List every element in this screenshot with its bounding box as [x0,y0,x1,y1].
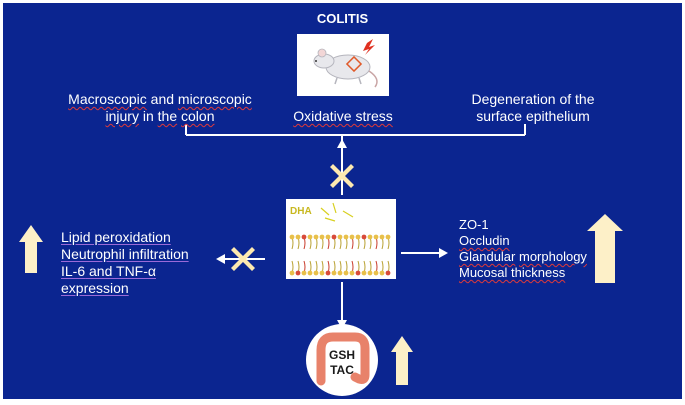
label-tac: TAC [330,363,354,377]
left-arrowhead [216,254,225,264]
block-x-left [231,247,255,271]
text-and: and [146,91,178,107]
label-gsh: GSH [328,348,355,362]
text-microscopic: microscopic [177,91,252,107]
right-arrowhead [439,248,448,258]
text-macroscopic: Macroscopic [68,91,147,107]
colon-labels: GSH TAC [322,348,362,378]
marker-infiltration: infiltration [124,246,189,262]
colon-icon [316,332,370,386]
up-arrow-right-icon [587,214,623,283]
left-markers-list: Lipid peroxidation Neutrophil infiltrati… [61,229,189,297]
oxidative-stress-label: Oxidative stress [293,108,393,124]
injury-label: Macroscopic and microscopic injury in th… [55,91,265,125]
diagram-title: COLITIS [316,11,369,26]
degeneration-label: Degeneration of the surface epithelium [443,91,623,125]
marker-glandular: Glandular [459,249,516,264]
degeneration-line-2: surface epithelium [476,108,590,124]
block-x-top [330,164,354,188]
top-bracket [185,124,526,195]
degeneration-line-1: Degeneration of the [471,91,595,107]
diagram-graphics [19,34,623,396]
lipid-bilayer-icon [289,234,391,276]
text-colon: colon [181,108,215,124]
marker-lipid-peroxidation: Lipid peroxidation [61,229,171,245]
diagram-canvas: COLITIS Macroscopic and microscopic inju… [3,3,682,399]
text-injury: injury [105,108,139,124]
marker-il6: IL-6 [61,263,86,279]
marker-morphology: morphology [519,249,587,264]
marker-occludin: Occludin [459,233,510,248]
marker-expression: expression [61,280,129,296]
marker-and: and [85,263,117,279]
up-arrow-left-icon [19,225,43,273]
text-the: the [157,108,178,124]
up-arrowhead [337,139,347,148]
mouse-icon [313,39,378,88]
text-in: in [138,108,158,124]
right-markers-list: ZO-1 Occludin Glandular morphology Mucos… [459,217,587,281]
up-arrow-bottom-icon [391,336,413,385]
marker-tnf: TNF-α [116,263,156,279]
dha-rays [320,202,354,222]
marker-zo1: ZO-1 [459,217,489,232]
marker-neutrophil: Neutrophil [61,246,125,262]
marker-mucosal-thickness: Mucosal thickness [459,265,566,280]
dha-label: DHA [290,206,312,217]
